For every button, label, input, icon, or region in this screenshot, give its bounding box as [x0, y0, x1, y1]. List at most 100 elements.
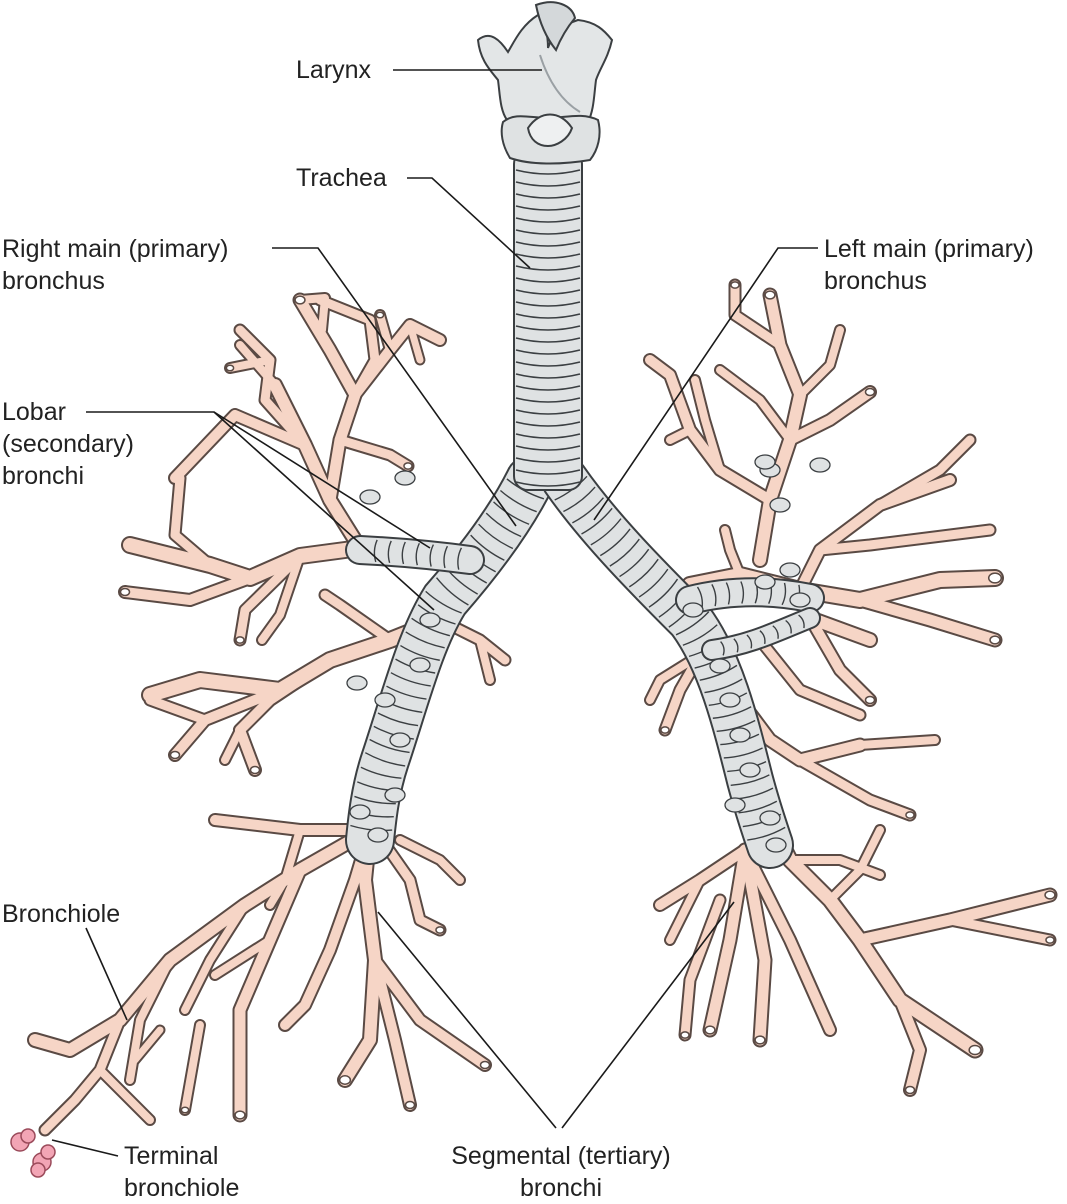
cartilage-plate: [349, 804, 371, 820]
cartilage-ring: [723, 747, 763, 759]
trachea-ring: [515, 253, 581, 259]
bronchus-branch: [755, 635, 865, 720]
bronchus-branch: [739, 844, 771, 1046]
bronchus-branch: [680, 895, 725, 1040]
trachea-label: Trachea: [296, 164, 387, 192]
cartilage-ring: [648, 578, 679, 608]
branch-opening: [704, 1025, 716, 1035]
alveolar-sac-icon: [10, 1128, 56, 1178]
cartilage-ring: [738, 800, 778, 814]
bronchus-branch: [396, 836, 464, 884]
bronchus-branch: [666, 876, 704, 944]
cartilage-ring: [373, 539, 378, 563]
bronchus-branch: [234, 864, 306, 1121]
bronchus-branch: [370, 825, 445, 935]
cartilage-ring: [785, 619, 792, 634]
cartilage-ring: [730, 774, 770, 786]
cartilage-ring: [499, 489, 537, 513]
terminal-leader: [51, 1139, 119, 1157]
branch-opening: [338, 1075, 352, 1085]
cartilage-ring: [443, 545, 449, 569]
cartilage-ring: [682, 624, 718, 646]
bronchus-branch: [120, 573, 255, 605]
trachea-ring: [515, 205, 581, 211]
cartilage-ring: [619, 548, 650, 578]
branch-opening: [180, 1106, 190, 1114]
bronchus-branch: [945, 915, 1055, 945]
bronchiole-leader: [85, 927, 128, 1021]
bronchiole-label: Bronchiole: [2, 900, 121, 928]
bronchus-branch: [315, 295, 380, 400]
bronchus-branch: [666, 426, 694, 444]
cartilage-ring: [364, 752, 406, 767]
leader-lines: [51, 69, 818, 1157]
trachea-ring: [515, 409, 581, 415]
branch-opening: [404, 1100, 416, 1110]
main-bronchi: [345, 454, 831, 869]
terminal-bronchiole-label: Terminal bronchiole: [124, 1140, 239, 1204]
cartilage-ring: [740, 581, 745, 604]
segmental-leader-right: [561, 901, 735, 1129]
bronchus-branch: [716, 366, 794, 444]
trachea-ring: [515, 229, 581, 235]
cartilage-ring: [390, 672, 431, 687]
cartilage-ring: [699, 664, 738, 681]
bronchus-branch: [40, 1015, 125, 1135]
bronchus-branch: [370, 955, 490, 1070]
lobar-bronchi-line-2: (secondary): [2, 430, 134, 458]
bronchus-branch: [96, 1066, 154, 1124]
cartilage-ring: [377, 712, 419, 727]
right-main-bronchus-label: Right main (primary) bronchus: [2, 233, 228, 297]
branch-opening: [375, 311, 385, 319]
cartilage-plate: [724, 797, 746, 813]
bronchus-branch: [145, 695, 210, 725]
bronchus-branch: [805, 613, 875, 705]
segmental-bronchi-line-2: bronchi: [520, 1174, 602, 1202]
branch-opening: [660, 726, 670, 734]
cartilage-ring: [747, 826, 786, 841]
lobar-bronchi-line-3: bronchi: [2, 462, 84, 490]
cartilage-ring: [405, 631, 445, 649]
cartilage-ring: [386, 685, 427, 700]
cartilage-plate: [384, 787, 406, 803]
bronchus-branch: [181, 901, 249, 1014]
branch-opening: [905, 811, 915, 819]
bronchus-branch: [266, 826, 304, 909]
trachea-ring: [515, 481, 581, 487]
left-main-bronchus-line-1: Left main (primary): [824, 235, 1034, 263]
bronchus-branch: [683, 568, 1002, 607]
trachea-ring: [515, 469, 581, 475]
branch-opening: [754, 1035, 766, 1045]
bronchus-branch: [786, 856, 884, 879]
branch-opening: [169, 750, 181, 760]
terminal-bronchiole-line-2: bronchiole: [124, 1174, 240, 1202]
cartilage-ring: [733, 638, 739, 653]
trachea-ring: [515, 397, 581, 403]
branch-opening: [225, 364, 235, 372]
bronchus-branch: [406, 321, 424, 364]
cartilage-plate: [759, 810, 781, 826]
branch-opening: [987, 572, 1003, 584]
cartilage-plate: [346, 675, 368, 691]
branch-opening: [435, 926, 445, 934]
branch-opening: [730, 281, 740, 289]
left-main-bronchus-line-2: bronchus: [824, 267, 927, 295]
bronchus-branch: [29, 824, 376, 1056]
cartilage-ring: [628, 558, 659, 588]
trachea-ring: [515, 265, 581, 271]
cartilage-plate: [809, 457, 831, 473]
bronchus-branch: [815, 525, 995, 555]
cartilage-ring: [401, 541, 406, 565]
branch-opening: [680, 1031, 690, 1039]
cartilage-plate: [367, 827, 389, 843]
cartilage-ring: [675, 611, 710, 636]
bronchus-branch: [211, 936, 274, 979]
bronchus-branch: [170, 473, 215, 570]
bronchus-branch: [856, 736, 939, 749]
branch-opening: [1045, 936, 1055, 944]
left-main-bronchus-label: Left main (primary) bronchus: [824, 233, 1034, 297]
left-main-leader: [593, 247, 818, 521]
bronchus-branch: [221, 726, 244, 764]
bronchus-branch: [280, 825, 375, 1030]
